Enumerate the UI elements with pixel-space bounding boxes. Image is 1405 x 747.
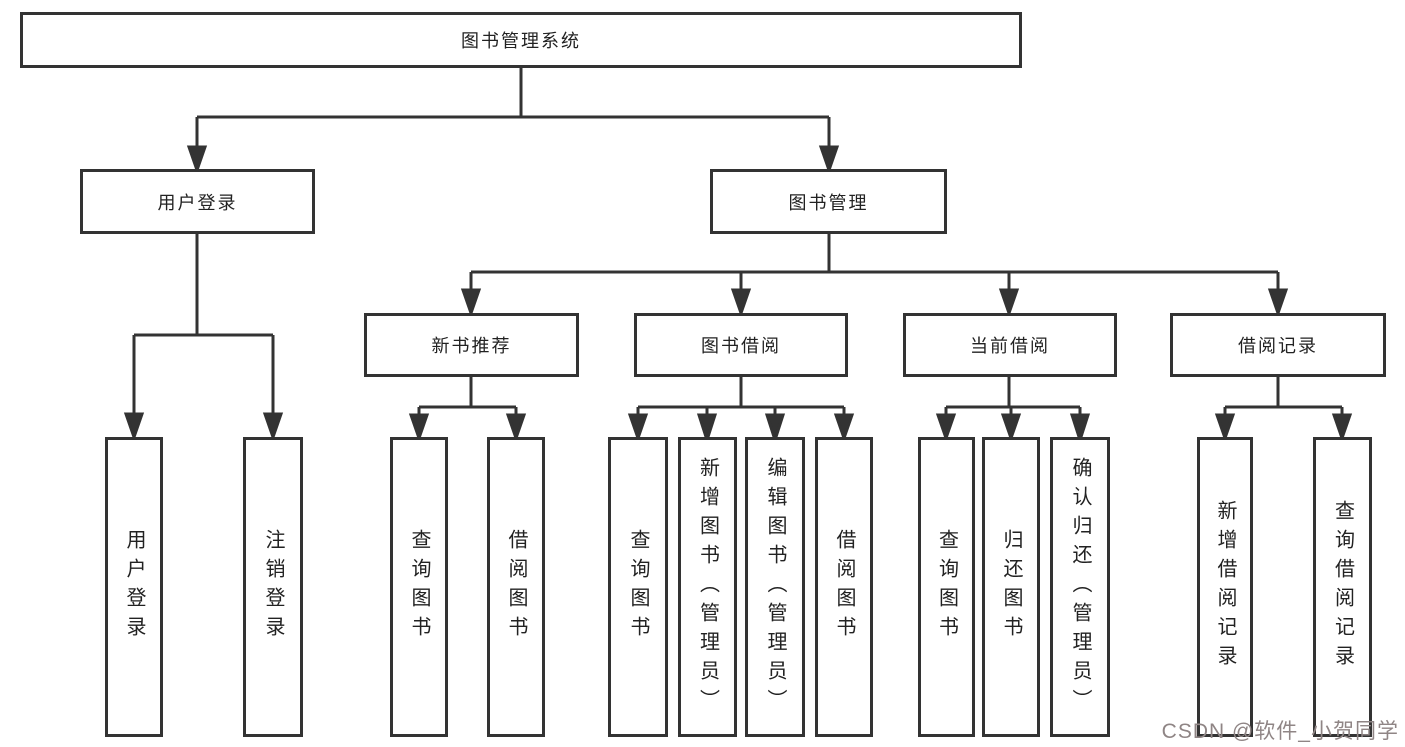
connector-root-to-level2 — [186, 68, 840, 175]
leaf-add-book-admin: 新增图书（管理员） — [678, 437, 737, 737]
connector-book-borrow-to-leaves — [627, 377, 855, 445]
arrow-down-icon — [262, 412, 284, 442]
node-root: 图书管理系统 — [20, 12, 1022, 68]
arrow-down-icon — [998, 288, 1020, 318]
leaf-confirm-return-admin: 确认归还（管理员） — [1050, 437, 1110, 737]
leaf-query-borrow-record: 查询借阅记录 — [1313, 437, 1372, 737]
connector-new-book-to-leaves — [408, 377, 527, 443]
connector-current-borrow-to-leaves — [935, 377, 1091, 445]
leaf-edit-book-admin: 编辑图书（管理员） — [745, 437, 805, 737]
leaf-return-book: 归还图书 — [982, 437, 1040, 737]
leaf-borrow-books: 借阅图书 — [815, 437, 873, 737]
connector-user-login-to-leaves — [123, 234, 284, 442]
arrow-down-icon — [186, 145, 208, 175]
arrow-down-icon — [818, 145, 840, 175]
arrow-down-icon — [1331, 413, 1353, 443]
arrow-down-icon — [460, 288, 482, 318]
node-new-book-recommend: 新书推荐 — [364, 313, 579, 377]
arrow-down-icon — [123, 412, 145, 442]
connector-borrow-records-to-leaves — [1214, 377, 1353, 443]
leaf-query-books-borrow: 查询图书 — [608, 437, 668, 737]
arrow-down-icon — [408, 413, 430, 443]
arrow-down-icon — [935, 413, 957, 443]
arrow-down-icon — [833, 413, 855, 443]
node-current-borrow: 当前借阅 — [903, 313, 1117, 377]
leaf-query-books-current: 查询图书 — [918, 437, 975, 737]
node-book-borrow: 图书借阅 — [634, 313, 848, 377]
arrow-down-icon — [1000, 413, 1022, 443]
node-user-login: 用户登录 — [80, 169, 315, 234]
connector-book-management-to-level3 — [460, 234, 1289, 318]
node-borrow-records: 借阅记录 — [1170, 313, 1386, 377]
leaf-user-login: 用户登录 — [105, 437, 163, 737]
arrow-down-icon — [1214, 413, 1236, 443]
node-book-management: 图书管理 — [710, 169, 947, 234]
leaf-borrow-books-new: 借阅图书 — [487, 437, 545, 737]
arrow-down-icon — [505, 413, 527, 443]
arrow-down-icon — [627, 413, 649, 443]
leaf-logout: 注销登录 — [243, 437, 303, 737]
csdn-watermark: CSDN @软件_小贺同学 — [1161, 720, 1399, 743]
arrow-down-icon — [1267, 288, 1289, 318]
leaf-query-books-new: 查询图书 — [390, 437, 448, 737]
arrow-down-icon — [730, 288, 752, 318]
leaf-add-borrow-record: 新增借阅记录 — [1197, 437, 1253, 737]
